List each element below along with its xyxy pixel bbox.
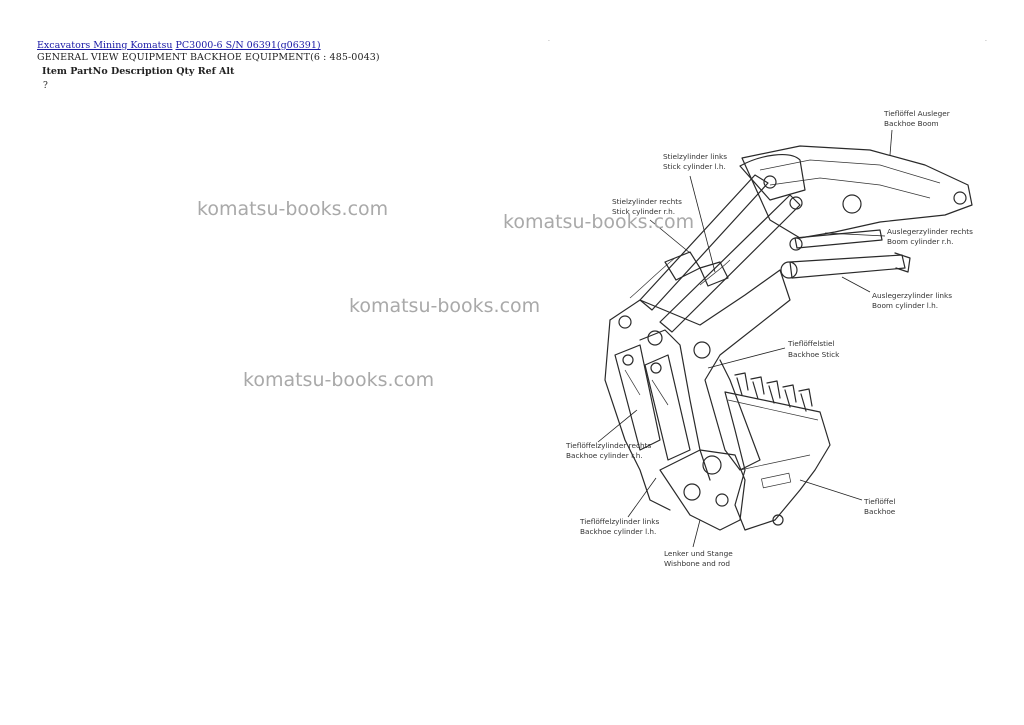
label-stick-cyl-l-de: Stielzylinder links: [663, 152, 727, 161]
watermark: komatsu-books.com: [503, 211, 695, 233]
breadcrumb: Excavators Mining Komatsu PC3000-6 S/N 0…: [37, 39, 321, 52]
boom-cylinder-drawing: [780, 229, 911, 279]
label-bucket-cyl-l-en: Backhoe cylinder l.h.: [580, 527, 656, 536]
label-boom-en: Backhoe Boom: [884, 119, 939, 128]
label-stick-cyl-r-de: Stielzylinder rechts: [612, 197, 682, 206]
label-wishbone-de: Lenker und Stange: [664, 549, 733, 558]
boom-drawing: [739, 145, 973, 239]
label-stick-cyl-r-en: Stick cylinder r.h.: [612, 207, 675, 216]
leader-lines: [597, 129, 893, 548]
table-row: ?: [43, 81, 48, 91]
stick-drawing: [604, 269, 791, 511]
table-header: Item PartNo Description Qty Ref Alt: [42, 66, 235, 77]
label-stick-de: Tieflöffelstiel: [787, 339, 835, 348]
label-bucket-cyl-r-en: Backhoe cylinder r.h.: [566, 451, 643, 460]
label-stick-cyl-l-en: Stick cylinder l.h.: [663, 162, 726, 171]
label-boom-cyl-r-de: Auslegerzylinder rechts: [887, 227, 973, 236]
stick-cylinder-drawing: [629, 174, 801, 333]
page-subtitle: GENERAL VIEW EQUIPMENT BACKHOE EQUIPMENT…: [37, 52, 380, 63]
label-bucket-en: Backhoe: [864, 507, 896, 516]
label-bucket-cyl-r-de: Tieflöffelzylinder rechts: [565, 441, 651, 450]
label-boom-de: Tieflöffel Ausleger: [883, 109, 950, 118]
bucket-drawing: [724, 372, 831, 531]
watermark: komatsu-books.com: [197, 198, 389, 220]
watermark: komatsu-books.com: [349, 295, 541, 317]
label-boom-cyl-l-de: Auslegerzylinder links: [872, 291, 952, 300]
label-stick-en: Backhoe Stick: [788, 350, 840, 359]
diagram-labels: Tieflöffel Ausleger Backhoe Boom Stielzy…: [565, 109, 973, 568]
label-boom-cyl-l-en: Boom cylinder l.h.: [872, 301, 938, 310]
bucket-cylinder-drawing: [614, 344, 691, 461]
label-wishbone-en: Wishbone and rod: [664, 559, 730, 568]
breadcrumb-link-model[interactable]: PC3000-6 S/N 06391(g06391): [175, 40, 321, 51]
page-mark: ·: [985, 38, 987, 45]
breadcrumb-link-category[interactable]: Excavators Mining Komatsu: [37, 40, 173, 51]
wishbone-drawing: [659, 449, 746, 531]
watermark: komatsu-books.com: [243, 369, 435, 391]
label-boom-cyl-r-en: Boom cylinder r.h.: [887, 237, 953, 246]
page-mark: ·: [548, 38, 550, 45]
label-bucket-cyl-l-de: Tieflöffelzylinder links: [579, 517, 660, 526]
label-bucket-de: Tieflöffel: [863, 497, 895, 506]
